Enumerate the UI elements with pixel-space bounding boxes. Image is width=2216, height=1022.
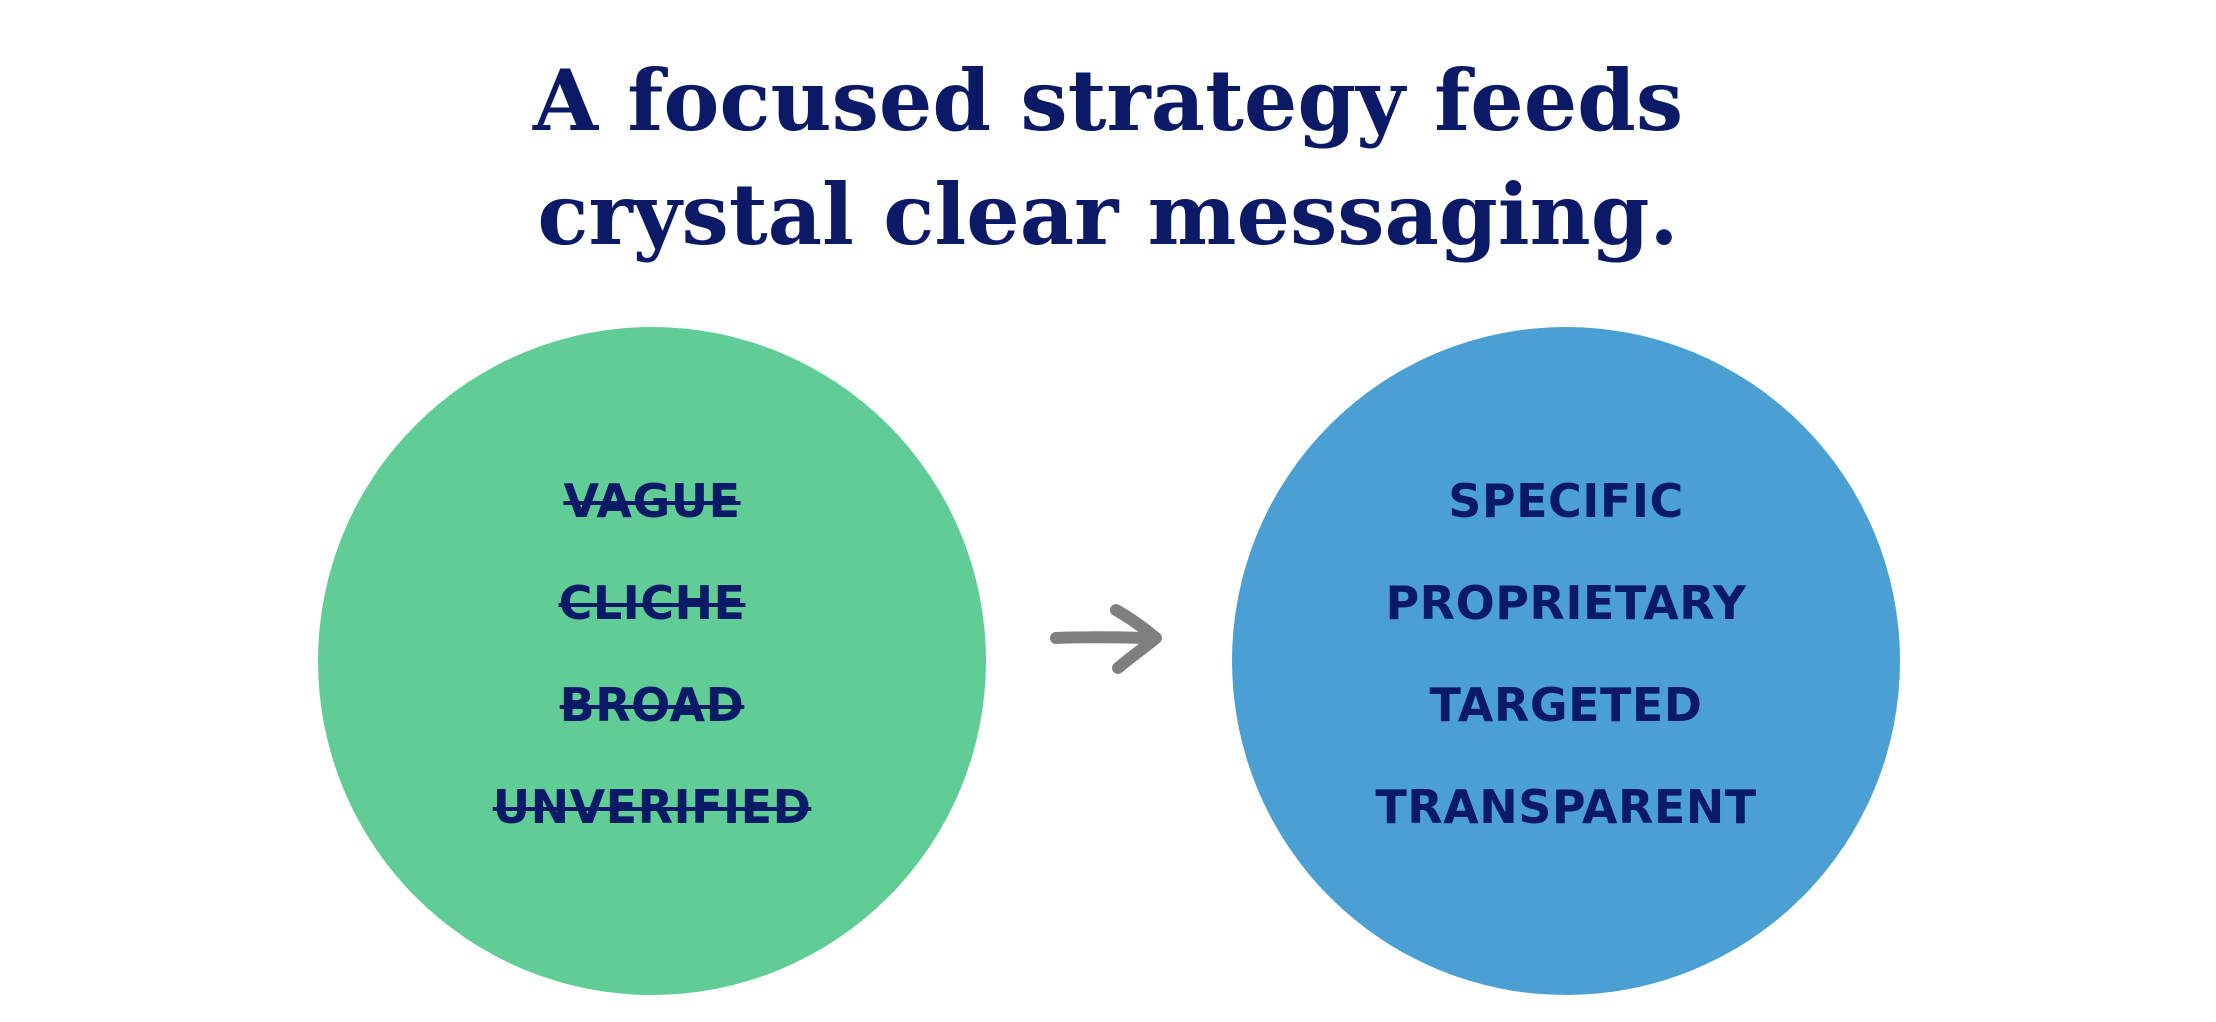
title-line-1: A focused strategy feeds (532, 51, 1684, 150)
arrow-shaft (1050, 631, 1152, 644)
arrow-head (1110, 604, 1162, 674)
page-title: A focused strategy feeds crystal clear m… (0, 44, 2216, 272)
title-line-2: crystal clear messaging. (537, 165, 1679, 264)
weak-qualities-list: VAGUE CLICHE BROAD UNVERIFIED (318, 474, 986, 882)
weak-quality-item: CLICHE (558, 576, 746, 630)
right-circle-clear-messaging: SPECIFIC PROPRIETARY TARGETED TRANSPAREN… (1232, 327, 1900, 995)
weak-quality-item: BROAD (559, 678, 745, 732)
strong-quality-item: TRANSPARENT (1375, 780, 1757, 834)
right-arrow-icon (1050, 604, 1162, 674)
strong-quality-item: TARGETED (1429, 678, 1703, 732)
weak-quality-item: VAGUE (563, 474, 741, 528)
left-circle-weak-messaging: VAGUE CLICHE BROAD UNVERIFIED (318, 327, 986, 995)
weak-quality-item: UNVERIFIED (492, 780, 812, 834)
strong-quality-item: SPECIFIC (1448, 474, 1684, 528)
strong-quality-item: PROPRIETARY (1385, 576, 1747, 630)
strong-qualities-list: SPECIFIC PROPRIETARY TARGETED TRANSPAREN… (1232, 474, 1900, 882)
